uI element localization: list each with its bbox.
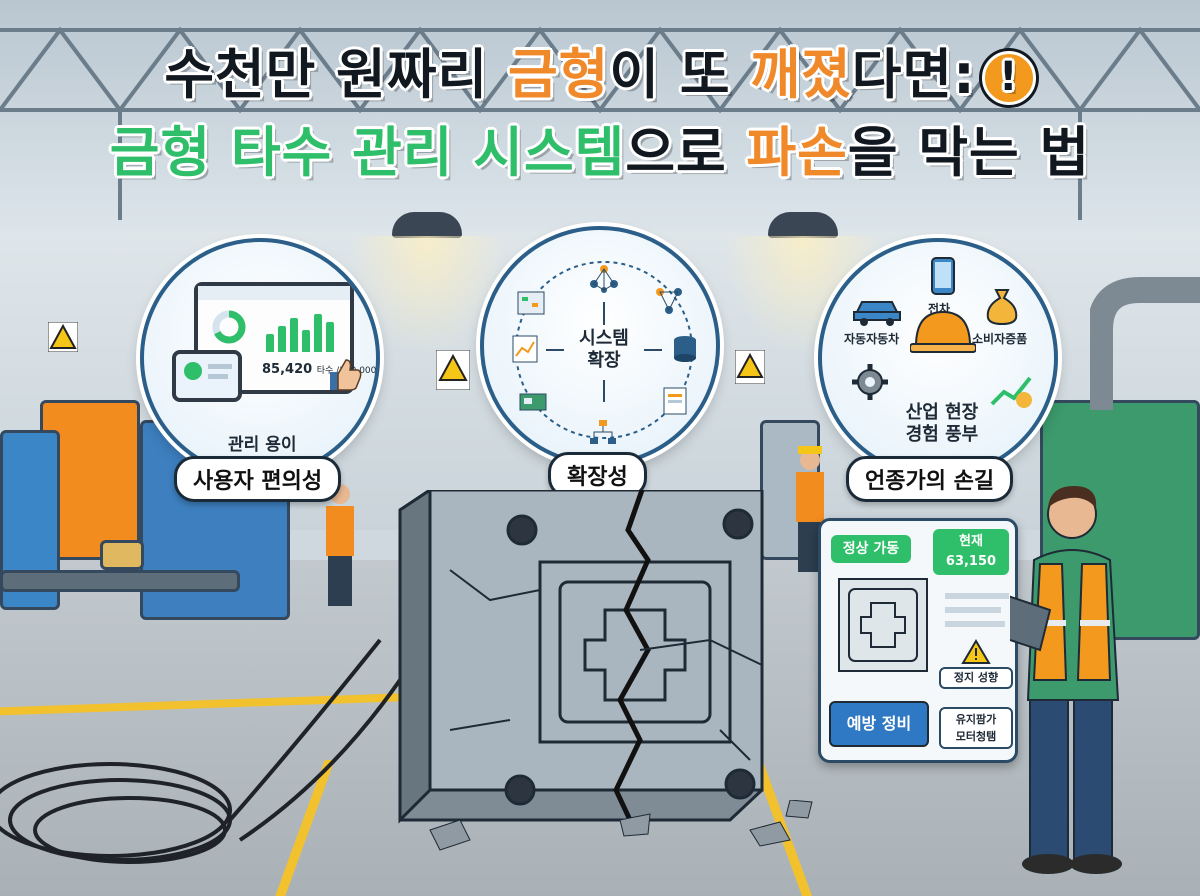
bar-chart-icon xyxy=(264,308,342,352)
report-chart-icon xyxy=(512,335,538,363)
current-count-value: 63,150 xyxy=(945,554,997,569)
warning-label: 정지 성향 xyxy=(939,667,1013,689)
headline-highlight: 파손 xyxy=(746,121,848,184)
warning-icon xyxy=(961,639,991,664)
dashboard-header xyxy=(198,286,350,300)
expertise-center-line: 산업 현장 xyxy=(905,402,979,423)
headline-text: 으로 xyxy=(625,121,747,184)
debris xyxy=(429,800,813,851)
gear-icon xyxy=(852,364,888,400)
machine-icon xyxy=(519,393,547,411)
current-count-badge: 현재 63,150 xyxy=(933,529,1009,575)
industry-label-car: 자동자동차 xyxy=(844,332,900,346)
industry-label-consumer: 소비자증품 xyxy=(972,332,1028,346)
growth-arrow-icon xyxy=(990,376,1032,408)
warning-sign-icon xyxy=(735,350,765,384)
ceiling-lamp xyxy=(392,212,462,238)
hand-tablet xyxy=(172,350,242,402)
headline-highlight: 금형 xyxy=(508,43,610,106)
headline-text: 을 막는 법 xyxy=(847,121,1091,184)
shot-counter-value: 85,420 xyxy=(262,362,313,377)
cable-coil xyxy=(0,638,402,864)
monitoring-label: 유지팜가 모터청탬 xyxy=(939,707,1013,749)
toolbox xyxy=(100,540,144,570)
hierarchy-icon xyxy=(590,420,616,444)
bubble-usability: 85,420 타수 /100,000 관리 용이 xyxy=(140,238,380,478)
thumbs-up-icon xyxy=(330,359,362,391)
monitoring-line: 유지팜가 xyxy=(955,713,997,726)
headline: 수천만 원짜리 금형이 또 깨졌다면:! 금형 타수 관리 시스템으로 파손을 … xyxy=(0,38,1200,190)
exclamation-icon: ! xyxy=(981,51,1036,106)
hard-hat-icon xyxy=(910,310,976,353)
monitoring-line: 모터청탬 xyxy=(955,730,997,743)
pipe xyxy=(1090,277,1200,410)
scalability-center-line: 시스템 xyxy=(579,328,629,349)
nodes-icon xyxy=(656,288,682,314)
smartphone-icon xyxy=(931,257,955,295)
car-icon xyxy=(853,301,901,326)
donut-chart-icon xyxy=(212,310,246,344)
bubble-scalability: 시스템 확장 xyxy=(480,226,720,466)
headline-line-1: 수천만 원짜리 금형이 또 깨졌다면:! xyxy=(164,38,1036,112)
document-icon xyxy=(663,387,687,415)
expertise-center-line: 경험 풍부 xyxy=(905,424,979,445)
headline-line-2: 금형 타수 관리 시스템으로 파손을 막는 법 xyxy=(110,116,1090,190)
caption-usability: 사용자 편의성 xyxy=(174,456,342,502)
ceiling-lamp xyxy=(768,212,838,238)
money-bag-icon xyxy=(986,289,1018,326)
scalability-center-text: 시스템 확장 xyxy=(564,328,644,372)
headline-highlight: 깨졌 xyxy=(750,43,852,106)
preventive-maintenance-button: 예방 정비 xyxy=(829,701,929,747)
scalability-center-line: 확장 xyxy=(587,350,621,371)
caption-expertise: 언종가의 손길 xyxy=(846,456,1014,502)
cracked-mold xyxy=(398,490,764,824)
engineer-with-laptop xyxy=(1010,486,1122,874)
mold-status-panel: 정상 가동 현재 63,150 정지 성향 예방 정비 유지팜가 모터청탬 xyxy=(818,518,1018,763)
mold-diagram-icon xyxy=(838,578,928,672)
warning-sign-icon xyxy=(48,322,78,352)
worker-figure xyxy=(326,484,354,606)
current-count-label: 현재 xyxy=(959,534,983,549)
expertise-center-text: 산업 현장 경험 풍부 xyxy=(892,402,992,446)
warning-sign-icon xyxy=(436,350,470,390)
flowchart-doc-icon xyxy=(517,291,545,315)
status-badge: 정상 가동 xyxy=(831,535,911,563)
headline-text: 수천만 원짜리 xyxy=(164,43,508,106)
bubble-expertise: 자동자동차 전차 소비자증품 산업 현장 경험 풍부 xyxy=(818,238,1058,478)
conveyor xyxy=(0,570,240,592)
database-icon xyxy=(674,336,696,362)
headline-text: 이 또 xyxy=(609,43,751,106)
network-icon xyxy=(590,265,618,293)
headline-text: 다면: xyxy=(851,43,976,106)
headline-highlight: 금형 타수 관리 시스템 xyxy=(109,121,626,184)
usability-inner-label: 관리 용이 xyxy=(228,435,297,455)
